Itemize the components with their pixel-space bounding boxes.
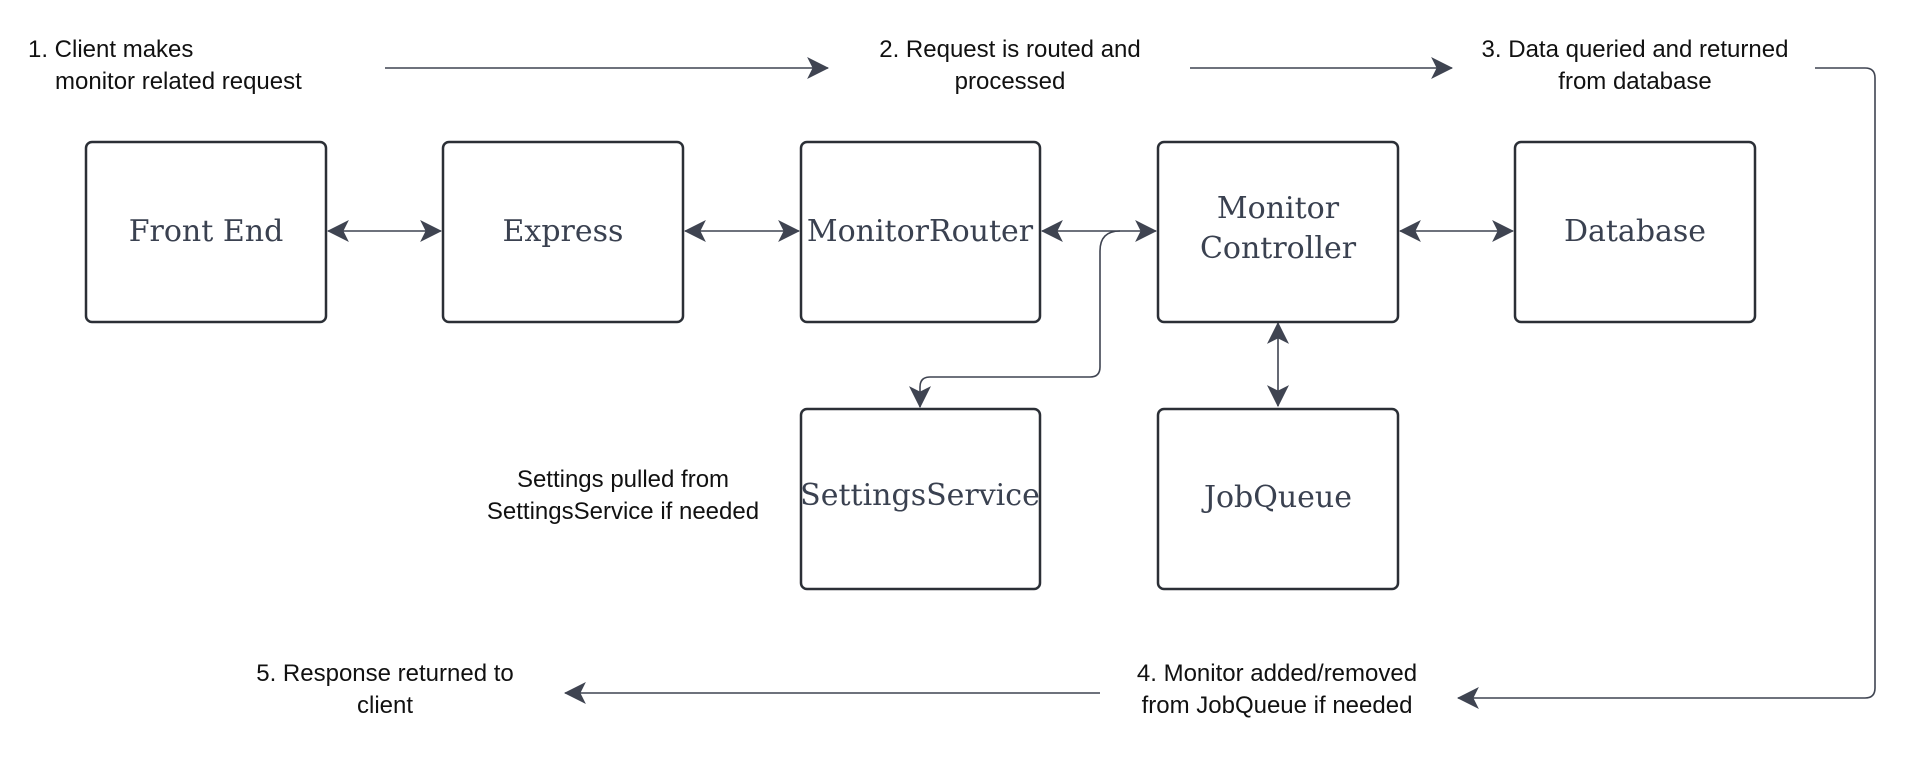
- step-2-line1: 2. Request is routed and: [879, 36, 1141, 63]
- settings-note-line2: SettingsService if needed: [487, 498, 759, 525]
- step-3-line1: 3. Data queried and returned: [1482, 36, 1789, 63]
- step-4-line1: 4. Monitor added/removed: [1137, 660, 1417, 687]
- step-5-label: 5. Response returned to client: [256, 660, 514, 719]
- step-2-label: 2. Request is routed and processed: [879, 36, 1141, 95]
- settings-note-label: Settings pulled from SettingsService if …: [487, 466, 759, 525]
- node-front-end: Front End: [84, 140, 328, 324]
- node-label-line2: Controller: [1200, 231, 1357, 266]
- node-label: Database: [1564, 214, 1706, 249]
- node-label-line1: Monitor: [1217, 191, 1340, 226]
- node-monitor-controller: Monitor Controller: [1156, 140, 1400, 324]
- node-label: Express: [503, 214, 624, 249]
- node-monitor-router: MonitorRouter: [799, 140, 1042, 324]
- flow-arrow-step3-to-step4: [1456, 67, 1876, 709]
- node-label: SettingsService: [800, 478, 1040, 513]
- step-1-line1: 1. Client makes: [28, 36, 193, 63]
- node-database: Database: [1513, 140, 1757, 324]
- node-label: JobQueue: [1201, 480, 1352, 515]
- node-express: Express: [441, 140, 685, 324]
- step-3-line2: from database: [1558, 68, 1711, 95]
- step-3-label: 3. Data queried and returned from databa…: [1482, 36, 1789, 95]
- settings-note-line1: Settings pulled from: [517, 466, 729, 493]
- step-1-label: 1. Client makes monitor related request: [28, 36, 302, 95]
- step-2-line2: processed: [955, 68, 1066, 95]
- step-5-line1: 5. Response returned to: [256, 660, 514, 687]
- step-4-label: 4. Monitor added/removed from JobQueue i…: [1137, 660, 1417, 719]
- connector-monitorrouter-settingsservice: [909, 230, 1121, 409]
- step-1-line2: monitor related request: [55, 68, 302, 95]
- node-job-queue: JobQueue: [1156, 407, 1400, 591]
- node-label: Front End: [129, 214, 284, 249]
- node-settings-service: SettingsService: [799, 407, 1042, 591]
- step-4-line2: from JobQueue if needed: [1142, 692, 1413, 719]
- node-label: MonitorRouter: [807, 214, 1034, 249]
- step-5-line2: client: [357, 692, 413, 719]
